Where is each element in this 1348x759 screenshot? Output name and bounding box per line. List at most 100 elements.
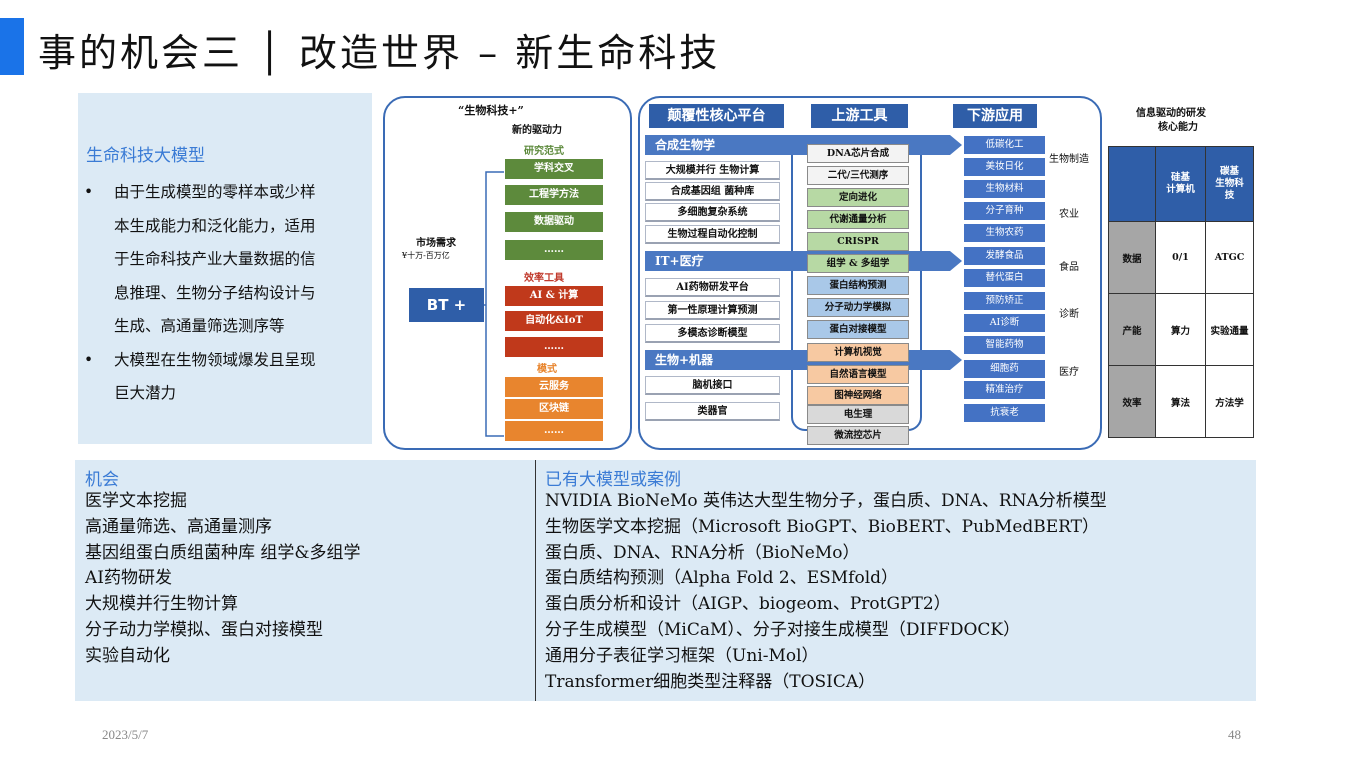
- market-demand-value: ¥十万-百万亿: [402, 251, 450, 260]
- cell-carbon: ATGC: [1205, 221, 1254, 294]
- group-label-diagnosis: 诊断: [1059, 309, 1079, 320]
- footer-date: 2023/5/7: [102, 727, 149, 742]
- row-label: 产能: [1108, 293, 1156, 366]
- upstream-tool: 定向进化: [807, 188, 909, 207]
- platform-row: 第一性原理计算预测: [645, 301, 780, 320]
- bt-plus-box: BT +: [409, 288, 484, 322]
- upstream-tool: 图神经网络: [807, 386, 909, 405]
- research-item: ……: [505, 240, 603, 260]
- platform-row: AI药物研发平台: [645, 278, 780, 297]
- upstream-tool: 计算机视觉: [807, 343, 909, 362]
- cases-heading: 已有大模型或案例: [545, 470, 681, 490]
- list-item: 实验自动化: [85, 645, 170, 666]
- category-research: 研究范式: [524, 146, 564, 157]
- bottom-panel-divider: [535, 460, 536, 701]
- apps-more: ………: [965, 414, 995, 425]
- table-row: 数据 0/1 ATGC: [1108, 221, 1254, 294]
- group-label-medical: 医疗: [1059, 367, 1079, 378]
- bullet-line: 本生成能力和泛化能力，适用: [114, 216, 316, 235]
- upstream-tool: 分子动力学模拟: [807, 298, 909, 317]
- list-item: 分子生成模型（MiCaM）、分子对接生成模型（DIFFDOCK）: [545, 619, 1021, 640]
- model-item: 云服务: [505, 377, 603, 397]
- list-item: 医学文本挖掘: [85, 491, 187, 511]
- platform-row: 类器官: [645, 402, 780, 421]
- list-item: 大规模并行生物计算: [85, 594, 238, 615]
- list-item: 蛋白质、DNA、RNA分析（BioNeMo）: [545, 542, 860, 563]
- category-model: 模式: [537, 364, 557, 375]
- research-item: 学科交叉: [505, 159, 603, 179]
- list-item: 分子动力学模拟、蛋白对接模型: [85, 619, 323, 640]
- downstream-app: AI诊断: [964, 314, 1045, 332]
- list-item: 蛋白质分析和设计（AIGP、biogeom、ProtGPT2）: [545, 594, 951, 615]
- list-item: 通用分子表征学习框架（Uni-Mol）: [545, 645, 819, 666]
- upstream-tool: 组学 & 多组学: [807, 254, 909, 273]
- table-row: 效率 算法 方法学: [1108, 365, 1254, 438]
- downstream-app: 预防矫正: [964, 292, 1045, 310]
- platform-row: 多细胞复杂系统: [645, 203, 780, 222]
- list-item: 蛋白质结构预测（Alpha Fold 2、ESMfold）: [545, 568, 899, 589]
- bt-diagram-title: “生物科技+”: [458, 104, 524, 117]
- section-arrow: [950, 135, 962, 155]
- col-header-carbon: 碳基 生物科 技: [1205, 146, 1254, 222]
- group-label-agriculture: 农业: [1059, 209, 1079, 220]
- platform-row: 大规模并行 生物计算: [645, 161, 780, 180]
- platform-row: 生物过程自动化控制: [645, 225, 780, 244]
- downstream-app: 美妆日化: [964, 158, 1045, 176]
- cell-silicon: 算力: [1155, 293, 1206, 366]
- downstream-app: 智能药物: [964, 336, 1045, 354]
- downstream-app: 发酵食品: [964, 247, 1045, 265]
- list-item: Transformer细胞类型注释器（TOSICA）: [545, 671, 876, 692]
- cell-carbon: 方法学: [1205, 365, 1254, 438]
- rd-table-title: 信息驱动的研发: [1136, 108, 1206, 119]
- bullet-item: •大模型在生物领域爆发且呈现: [84, 344, 370, 378]
- row-label: 效率: [1108, 365, 1156, 438]
- opportunities-list: 医学文本挖掘 高通量筛选、高通量测序 基因组蛋白质组菌种库 组学&多组学 AI药…: [85, 489, 361, 670]
- group-label-biomanufacturing: 生物制造: [1049, 154, 1089, 165]
- page-title: 事的机会三 │ 改造世界 – 新生命科技: [38, 31, 721, 75]
- list-item: NVIDIA BioNeMo 英伟达大型生物分子，蛋白质、DNA、RNA分析模型: [545, 491, 1107, 511]
- group-label-food: 食品: [1059, 262, 1079, 273]
- upstream-tool: 电生理: [807, 405, 909, 424]
- downstream-app: 替代蛋白: [964, 269, 1045, 287]
- model-item: ……: [505, 421, 603, 441]
- bt-diagram-subtitle: 新的驱动力: [512, 125, 562, 136]
- header-upstream-tools: 上游工具: [810, 103, 909, 129]
- platform-row: 多模态诊断模型: [645, 324, 780, 343]
- bullet-line: 生成、高通量筛选测序等: [114, 317, 285, 335]
- bottom-panel: [75, 460, 1256, 701]
- title-accent-bar: [0, 18, 24, 75]
- upstream-tool: 蛋白结构预测: [807, 276, 909, 295]
- row-label: 数据: [1108, 221, 1156, 294]
- col-header-silicon: 硅基 计算机: [1155, 146, 1206, 222]
- upstream-tool: 蛋白对接模型: [807, 320, 909, 339]
- rd-capability-table: 硅基 计算机 碳基 生物科 技 数据 0/1 ATGC 产能 算力 实验通量 效…: [1108, 146, 1254, 438]
- opportunities-heading: 机会: [85, 470, 119, 490]
- downstream-app: 分子育种: [964, 202, 1045, 220]
- downstream-app: 细胞药: [964, 360, 1045, 378]
- research-item: 数据驱动: [505, 212, 603, 232]
- list-item: 高通量筛选、高通量测序: [85, 516, 272, 537]
- section-arrow: [950, 350, 962, 370]
- bullet-line: 巨大潜力: [114, 384, 177, 402]
- research-item: 工程学方法: [505, 185, 603, 205]
- market-demand-label: 市场需求: [416, 238, 456, 249]
- table-row: 产能 算力 实验通量: [1108, 293, 1254, 366]
- upstream-tool: DNA芯片合成: [807, 144, 909, 163]
- cell-silicon: 0/1: [1155, 221, 1206, 294]
- upstream-tool: CRISPR: [807, 232, 909, 251]
- left-panel-heading: 生命科技大模型: [86, 146, 205, 166]
- downstream-app: 生物农药: [964, 224, 1045, 242]
- downstream-app: 生物材料: [964, 180, 1045, 198]
- model-item: 区块链: [505, 399, 603, 419]
- bullet-line: 于生命科技产业大量数据的信: [114, 250, 316, 268]
- downstream-app: 精准治疗: [964, 381, 1045, 399]
- tool-item: 自动化&IoT: [505, 311, 603, 331]
- list-item: 基因组蛋白质组菌种库 组学&多组学: [85, 542, 361, 563]
- upstream-tool: 自然语言模型: [807, 365, 909, 384]
- left-panel-bullets: •由于生成模型的零样本或少样 本生成能力和泛化能力，适用 于生命科技产业大量数据…: [84, 176, 370, 411]
- cell-silicon: 算法: [1155, 365, 1206, 438]
- bt-plus-diagram-frame: [383, 96, 632, 450]
- platform-row: 合成基因组 菌种库: [645, 182, 780, 201]
- tool-item: ……: [505, 337, 603, 357]
- category-tools: 效率工具: [524, 273, 564, 284]
